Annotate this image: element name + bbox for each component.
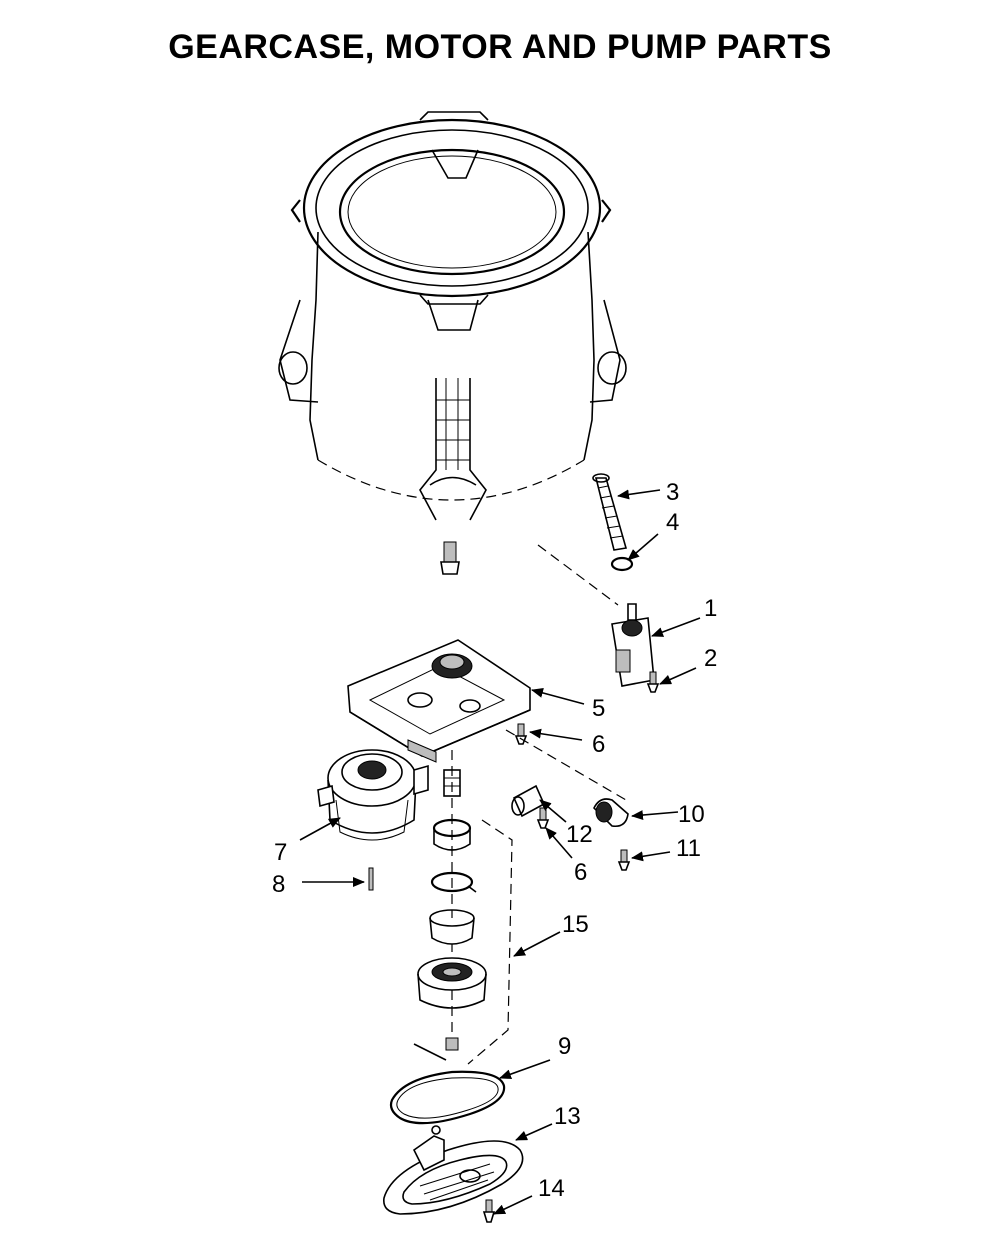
group-bracket	[467, 819, 513, 1065]
callout-10: 10	[678, 801, 705, 828]
callout-5: 5	[592, 695, 605, 722]
drive-motor	[317, 749, 429, 841]
base-screw	[482, 1199, 496, 1223]
callout-arrows	[299, 489, 701, 1215]
drain-hose	[592, 473, 628, 551]
splash-guard	[383, 1125, 524, 1215]
gearcase-plate	[347, 639, 531, 763]
callout-4: 4	[666, 509, 679, 536]
pulley-nut	[445, 1037, 459, 1051]
retaining-ring	[430, 871, 477, 893]
pump-screw	[646, 671, 660, 693]
hose-clamp	[610, 556, 634, 572]
pump-clamp	[593, 798, 629, 828]
drive-pulley	[417, 957, 487, 1009]
callout-12: 12	[566, 821, 593, 848]
tub-bolt	[440, 541, 460, 575]
callout-2: 2	[704, 645, 717, 672]
callout-15: 15	[562, 911, 589, 938]
callout-7: 7	[274, 839, 287, 866]
clutch-housing	[429, 909, 475, 945]
callout-13: 13	[554, 1103, 581, 1130]
wash-tub	[278, 111, 627, 521]
clutch-collar	[432, 818, 472, 851]
callout-8: 8	[272, 871, 285, 898]
drain-pump	[611, 603, 655, 687]
callout-1: 1	[704, 595, 717, 622]
shaft-leader	[413, 1043, 447, 1061]
callout-14: 14	[538, 1175, 565, 1202]
callout-3: 3	[666, 479, 679, 506]
gearcase-screw	[514, 723, 528, 745]
callout-11: 11	[676, 835, 701, 862]
callout-9: 9	[558, 1033, 571, 1060]
page-title: GEARCASE, MOTOR AND PUMP PARTS	[168, 28, 832, 66]
leader-line	[537, 544, 619, 606]
callout-6-top: 6	[592, 731, 605, 758]
wire-connector	[511, 784, 546, 818]
connector-screw	[536, 807, 550, 829]
leader-line	[505, 729, 627, 801]
callout-6-bottom: 6	[574, 859, 587, 886]
motor-pin	[368, 867, 374, 891]
clamp-screw	[617, 849, 631, 871]
drive-belt	[389, 1070, 506, 1125]
